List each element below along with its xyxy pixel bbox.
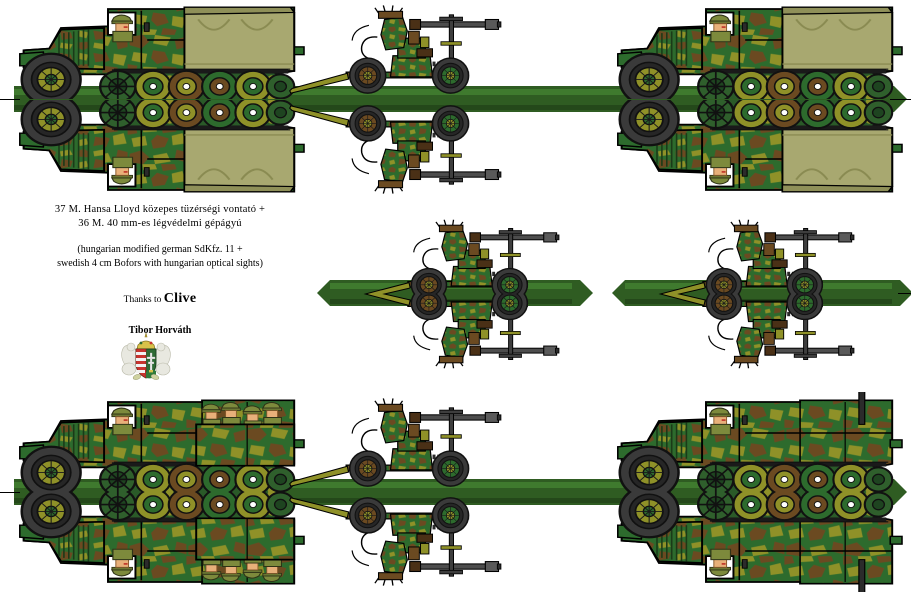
view-halftrack-with-bofors-top-left-mirror <box>10 100 310 200</box>
view-halftrack-tilted-top-right-mirror <box>608 100 908 200</box>
view-halftrack-open-bottom-right-mirror <box>608 492 908 592</box>
view-halftrack-crew-bottom-left-mirror <box>10 492 310 592</box>
view-halftrack-tilted-top-right <box>608 0 908 99</box>
view-bofors-gun-bottom-left <box>275 392 525 492</box>
mirror-axis-line-mid <box>898 293 911 294</box>
author-signature: Tibor Horváth <box>128 325 192 336</box>
mirror-axis-line-top <box>0 99 20 100</box>
hungarian-coat-of-arms-icon <box>120 332 172 383</box>
caption-sub-line-1: (hungarian modified german SdKfz. 11 + <box>77 244 243 255</box>
caption-title-line-1: 37 M. Hansa Lloyd közepes tüzérségi vont… <box>54 204 266 215</box>
view-halftrack-crew-bottom-left <box>10 392 310 492</box>
caption-title-line-2: 36 M. 40 mm-es légvédelmi gépágyú <box>78 218 242 229</box>
view-bofors-gun-top-left <box>275 0 525 99</box>
view-bofors-gun-mid-left <box>330 212 580 294</box>
thanks-name: Clive <box>163 291 197 306</box>
view-bofors-gun-mid-left-mirror <box>330 294 580 376</box>
view-bofors-gun-mid-right <box>625 212 875 294</box>
view-halftrack-with-bofors-top-left <box>10 0 310 99</box>
view-halftrack-open-bottom-right <box>608 392 908 492</box>
view-bofors-gun-mid-right-mirror <box>625 294 875 376</box>
caption-block: 37 M. Hansa Lloyd közepes tüzérségi vont… <box>30 203 290 336</box>
thanks-line: Thanks to Clive <box>30 291 290 307</box>
view-bofors-gun-top-left-mirror <box>275 100 525 200</box>
thanks-prefix: Thanks to <box>123 295 164 305</box>
mirror-axis-line-bottom <box>0 492 20 493</box>
view-bofors-gun-bottom-left-mirror <box>275 492 525 592</box>
caption-sub-line-2: swedish 4 cm Bofors with hungarian optic… <box>57 258 263 269</box>
mirror-axis-line-top-right <box>890 99 911 100</box>
